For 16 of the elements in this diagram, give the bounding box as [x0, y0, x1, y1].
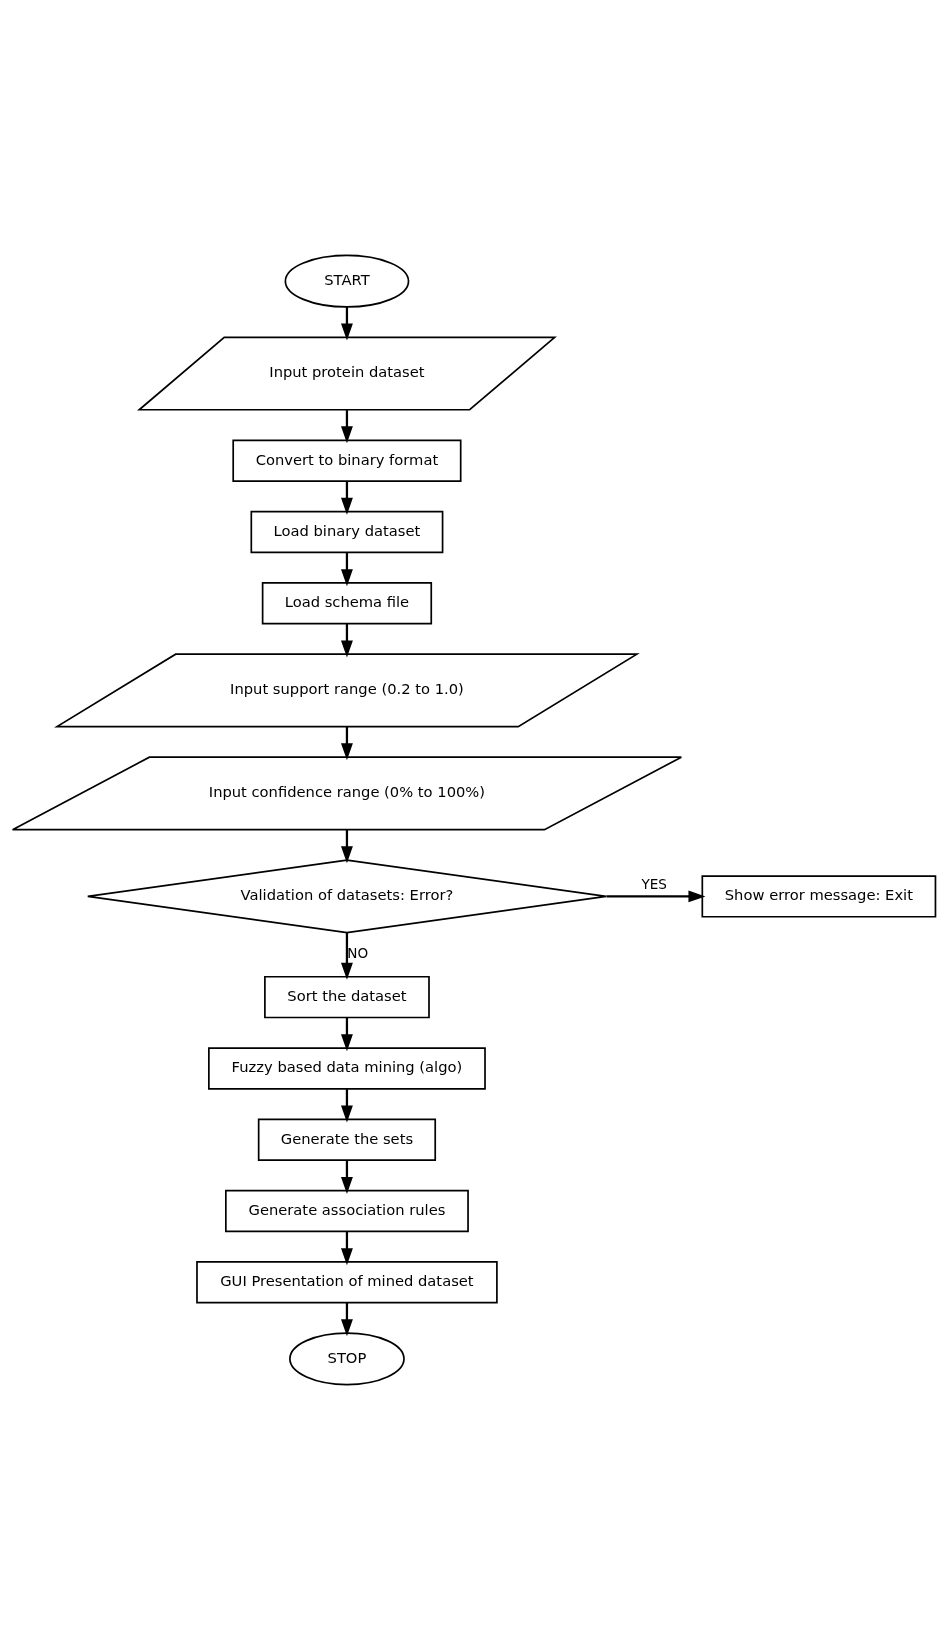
- node-box: Fuzzy based data mining (algo): [208, 1047, 486, 1090]
- edge-label: YES: [641, 876, 667, 893]
- node-ellipse: START: [284, 254, 410, 308]
- arrow: [341, 933, 353, 980]
- node-box: Generate the sets: [257, 1118, 437, 1161]
- node-box: Load binary dataset: [250, 510, 444, 554]
- node-box: Show error message: Exit: [701, 875, 937, 918]
- node-box: Sort the dataset: [264, 975, 430, 1019]
- node-box: GUI Presentation of mined dataset: [196, 1261, 498, 1304]
- node-diamond: Validation of datasets: Error?: [86, 859, 607, 934]
- node-ellipse: STOP: [289, 1332, 405, 1386]
- arrow: [606, 890, 706, 903]
- node-box: Generate association rules: [225, 1189, 469, 1233]
- edge-label: NO: [347, 945, 369, 962]
- node-box: Load schema file: [261, 582, 433, 625]
- node-box: Convert to binary format: [232, 439, 462, 482]
